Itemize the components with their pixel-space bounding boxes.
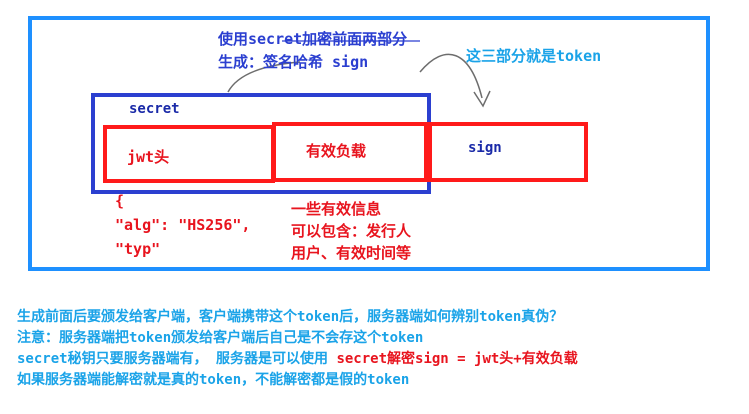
- payload-desc-line1: 一些有效信息: [291, 200, 382, 218]
- secret-label: secret: [129, 101, 180, 117]
- arc-to-sign: [419, 53, 483, 99]
- note-line-3-blue: secret秘钥只要服务器端有， 服务器是可以使用: [17, 351, 337, 367]
- top-note-line1: 使用secret加密前面两部分: [218, 30, 408, 48]
- explanation-notes: 生成前面后要颁发给客户端，客户端携带这个token后，服务器端如何辨别token…: [17, 307, 742, 391]
- note-line-4: 如果服务器端能解密就是真的token，不能解密都是假的token: [17, 372, 410, 388]
- payload-box: [272, 122, 428, 182]
- payload-label: 有效负载: [306, 142, 367, 160]
- note-line-3-red: secret解密sign = jwt头+有效负载: [336, 351, 578, 367]
- header-json-typ: "typ": [115, 240, 161, 258]
- outer-frame: [28, 16, 710, 271]
- three-parts-label: 这三部分就是token: [466, 47, 602, 65]
- arrow-head-sign: [473, 90, 491, 108]
- payload-desc-line2: 可以包含：发行人: [291, 222, 412, 240]
- note-line-2: 注意：服务器端把token颁发给客户端后自己是不会存这个token: [17, 330, 424, 346]
- header-json-alg: "alg": "HS256",: [115, 216, 251, 234]
- header-json-brace: {: [115, 192, 125, 210]
- note-line-3: secret秘钥只要服务器端有， 服务器是可以使用 secret解密sign =…: [17, 349, 742, 370]
- note-line-1: 生成前面后要颁发给客户端，客户端携带这个token后，服务器端如何辨别token…: [17, 309, 564, 325]
- top-note-line2: 生成：签名哈希 sign: [218, 53, 369, 71]
- sign-box: [428, 122, 588, 182]
- sign-label: sign: [468, 140, 502, 156]
- arrow-to-note: [227, 61, 301, 93]
- jwt-header-label: jwt头: [127, 148, 170, 166]
- payload-desc-line3: 用户、有效时间等: [291, 244, 412, 262]
